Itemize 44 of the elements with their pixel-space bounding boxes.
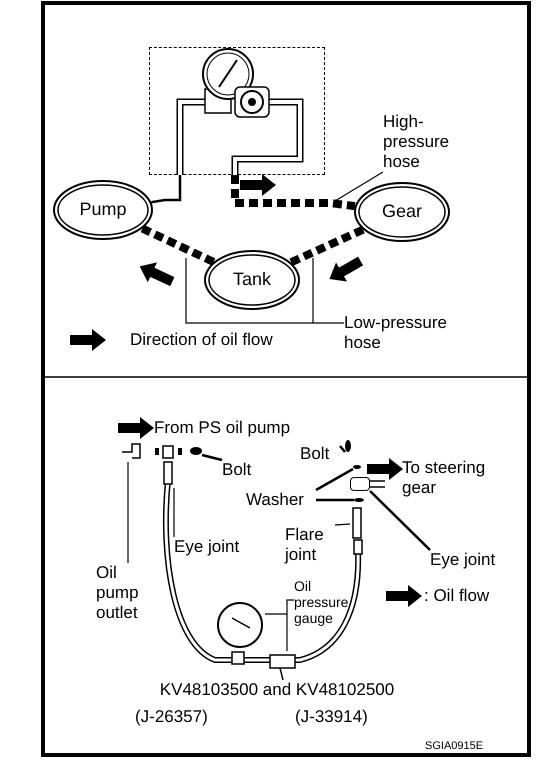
washer-part bbox=[354, 498, 364, 502]
callout-label: Washer bbox=[246, 490, 316, 510]
legend-label: Direction of oil flow bbox=[130, 330, 273, 350]
callout-label: Bolt bbox=[300, 444, 340, 464]
callout-label: Bolt bbox=[222, 460, 272, 480]
node-label: Pump bbox=[78, 199, 128, 220]
callout-label: Flare joint bbox=[285, 525, 335, 565]
node-label: Gear bbox=[380, 201, 424, 222]
callout-label: Oil pressure gauge bbox=[294, 578, 352, 626]
callout-label: Oil pump outlet bbox=[96, 563, 156, 623]
callout-label: To steering gear bbox=[402, 458, 486, 498]
callout-label: High-pressure hose bbox=[383, 112, 473, 172]
legend-label: : Oil flow bbox=[424, 586, 490, 606]
hose bbox=[202, 454, 222, 462]
leader-line bbox=[127, 462, 129, 563]
leader-line bbox=[173, 488, 175, 537]
hose bbox=[151, 175, 182, 204]
hose bbox=[316, 498, 354, 502]
leader-line bbox=[334, 171, 384, 202]
tank-ellipse bbox=[204, 250, 300, 310]
part-number: (J-26357) bbox=[135, 707, 209, 727]
part-number: (J-33914) bbox=[295, 707, 369, 727]
striped-hose bbox=[289, 226, 365, 266]
bolt-part bbox=[190, 447, 202, 455]
callout-label: Low-pressure hose bbox=[344, 313, 474, 353]
part-number: KV48103500 and KV48102500 bbox=[158, 680, 396, 700]
pump-ellipse bbox=[53, 180, 153, 240]
heading-text: From PS oil pump bbox=[154, 418, 292, 438]
washer-part bbox=[353, 465, 361, 469]
leader-line bbox=[264, 599, 295, 652]
eye-joint-part bbox=[350, 477, 370, 491]
figure-code: SGIA0915E bbox=[425, 739, 484, 754]
hose bbox=[339, 445, 346, 453]
gear-ellipse bbox=[354, 182, 450, 242]
callout-label: Eye joint bbox=[430, 550, 520, 570]
leader-line bbox=[185, 257, 345, 324]
bolt-part bbox=[345, 440, 351, 452]
callout-label: Eye joint bbox=[174, 537, 264, 557]
hose bbox=[369, 490, 431, 551]
striped-hose bbox=[140, 224, 216, 266]
dashed-box bbox=[149, 47, 325, 175]
node-label: Tank bbox=[232, 269, 272, 290]
hose bbox=[315, 468, 354, 492]
leader-line bbox=[334, 523, 350, 526]
